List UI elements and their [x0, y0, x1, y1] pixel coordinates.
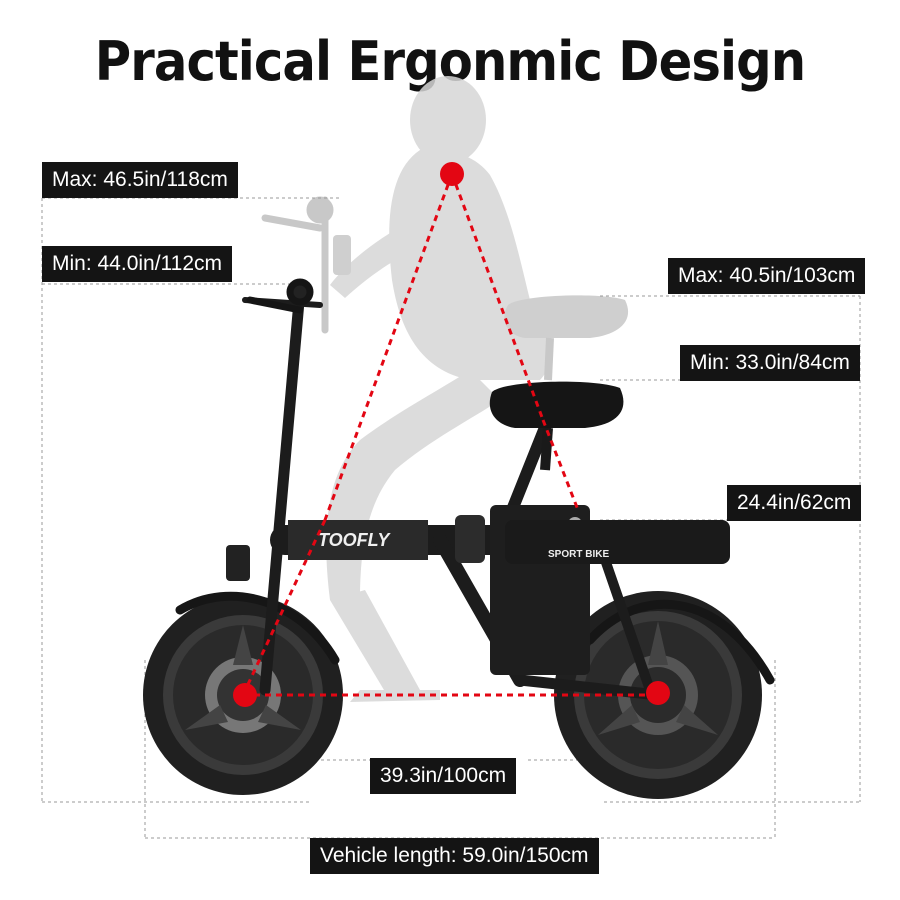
handlebar-min-label: Min: 44.0in/112cm: [42, 246, 233, 282]
ghost-seat: [504, 295, 629, 381]
rear-rack-label: 24.4in/62cm: [727, 485, 862, 521]
front-axle-marker: [233, 683, 257, 707]
ghost-handlebar: [261, 196, 351, 334]
fenders: [175, 591, 775, 685]
rear-rack-pad: [505, 520, 730, 564]
headlight: [226, 545, 250, 581]
rear-axle-marker: [646, 681, 670, 705]
vehicle-length-label: Vehicle length: 59.0in/150cm: [310, 838, 599, 874]
handlebar-max-label: Max: 46.5in/118cm: [42, 162, 238, 198]
frame-panel: [288, 520, 428, 560]
seat-max-label: Max: 40.5in/103cm: [668, 258, 866, 294]
seat: [489, 381, 624, 428]
wheelbase-label: 39.3in/100cm: [370, 758, 517, 794]
seat-min-label: Min: 33.0in/84cm: [680, 345, 860, 381]
handlebar: [246, 278, 314, 314]
shock-absorber: [455, 515, 485, 563]
ergonomic-lines: [241, 173, 658, 697]
hip-marker: [440, 162, 464, 186]
battery-label: SPORT BIKE: [548, 549, 609, 560]
brand-logo: TOOFLY: [318, 530, 391, 550]
